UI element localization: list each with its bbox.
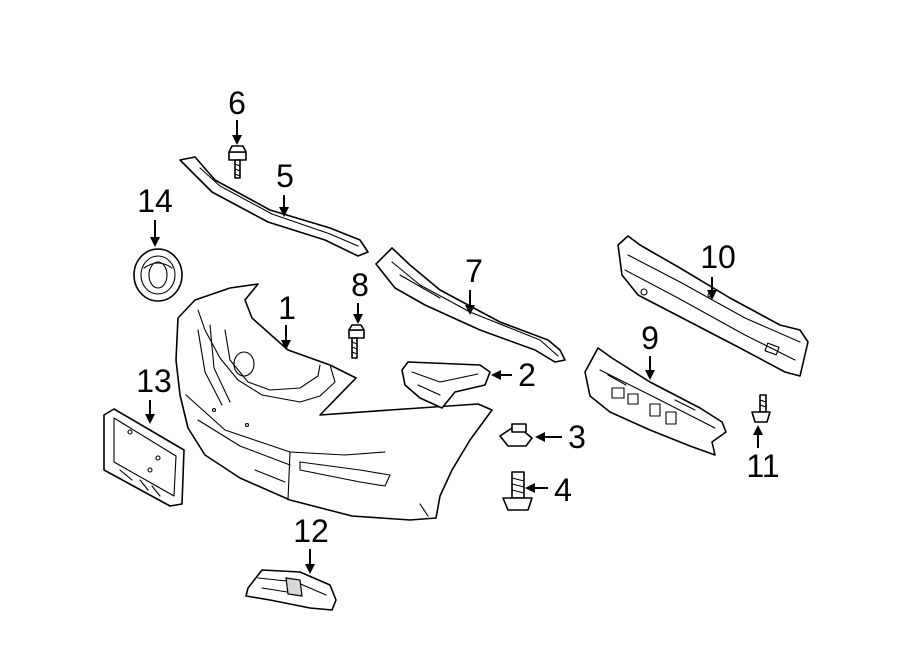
callout-1: 1 [278, 290, 296, 326]
part-8-bolt[interactable] [348, 324, 365, 359]
callout-labels: 6 5 14 1 8 7 2 3 4 9 10 11 13 12 [136, 85, 779, 549]
callout-9: 9 [641, 320, 659, 356]
part-10-reinforcement[interactable] [617, 235, 809, 377]
part-2-bracket[interactable] [401, 361, 491, 409]
callout-5: 5 [276, 158, 294, 194]
callout-14: 14 [137, 183, 173, 219]
callout-10: 10 [700, 239, 736, 275]
part-3-clip[interactable] [499, 423, 533, 447]
callout-12: 12 [293, 513, 329, 549]
part-5-upper-retainer[interactable] [179, 156, 369, 257]
callout-arrows [145, 120, 763, 574]
callout-3: 3 [568, 419, 586, 455]
callout-11: 11 [746, 448, 779, 484]
callout-8: 8 [351, 267, 369, 303]
callout-6: 6 [228, 85, 246, 121]
part-14-emblem[interactable] [133, 248, 183, 302]
callout-13: 13 [136, 363, 172, 399]
callout-7: 7 [465, 253, 483, 289]
callout-4: 4 [554, 472, 572, 508]
callout-2: 2 [518, 357, 536, 393]
part-6-bolt[interactable] [228, 145, 247, 179]
part-9-absorber[interactable] [584, 347, 727, 456]
part-11-bolt[interactable] [751, 394, 771, 423]
part-1-bumper-cover[interactable] [175, 283, 493, 521]
part-13-license-bracket[interactable] [103, 408, 185, 507]
part-12-lower-cover[interactable] [245, 569, 337, 611]
part-4-bolt[interactable] [502, 471, 533, 511]
